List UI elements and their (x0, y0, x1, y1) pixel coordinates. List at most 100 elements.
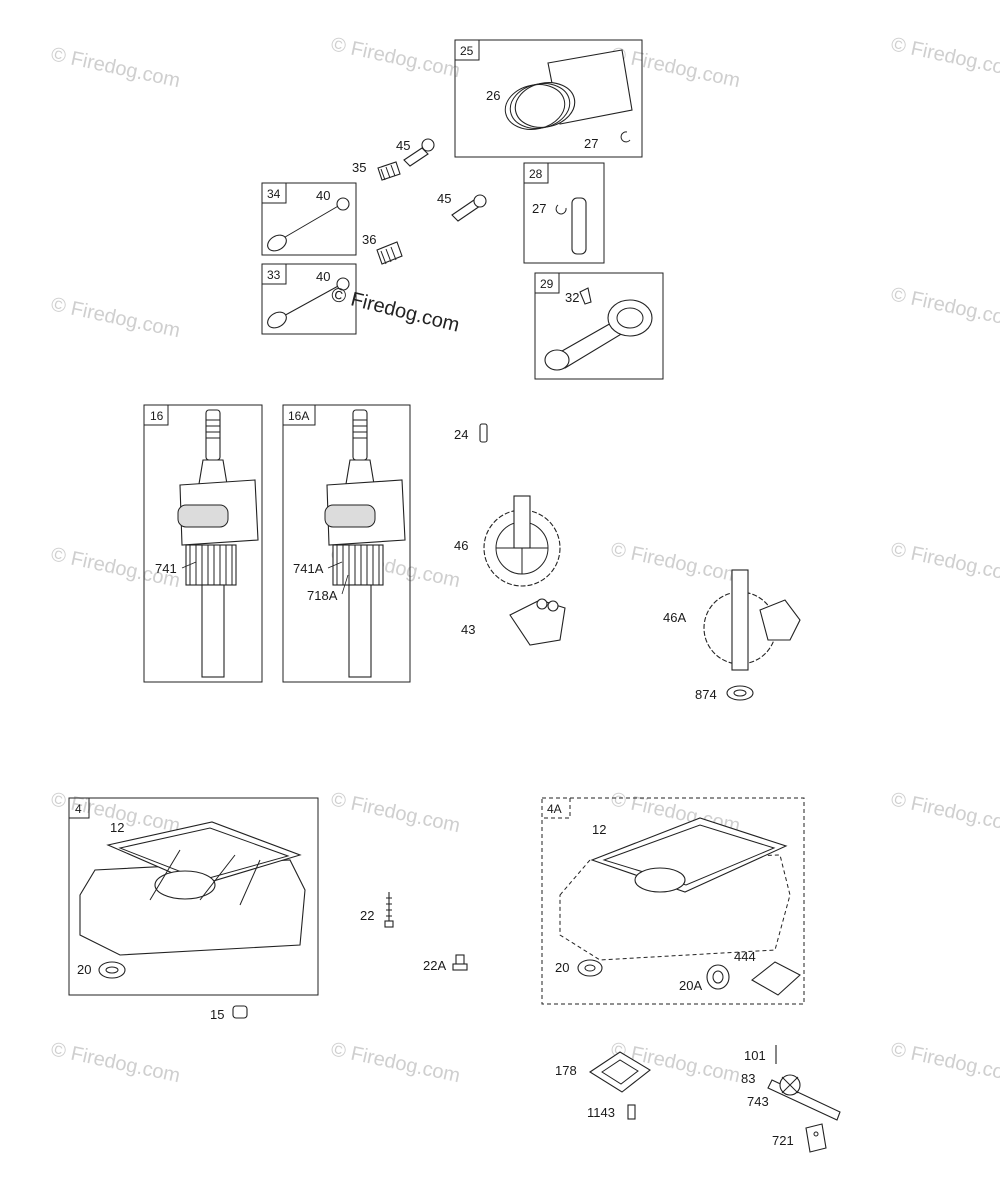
watermark: © Firedog.com (329, 788, 462, 837)
part-label-45: 45 (396, 138, 410, 153)
key-24 (479, 423, 488, 443)
part-label-43: 43 (461, 622, 475, 637)
group-4A-sump: 4A 12 20 20A 444 (541, 797, 805, 1005)
oil-seal-inner (584, 964, 596, 972)
group-id-box (143, 404, 169, 426)
part-label-46: 46 (454, 538, 468, 553)
lower-right-parts: 178 1143 101 83 743 721 (555, 1045, 841, 1153)
valve-stem (279, 284, 341, 319)
piston-pin-clip (555, 204, 567, 215)
crank-shaft-lower (201, 584, 225, 678)
part-label-20: 20 (555, 960, 569, 975)
rod-bearing (616, 307, 644, 329)
leader-line (181, 561, 197, 569)
part-label-27: 27 (584, 136, 598, 151)
part-label-40: 40 (316, 188, 330, 203)
valve-retainer (336, 277, 350, 291)
watermark: © Firedog.com (49, 1038, 182, 1087)
piston-ring (504, 84, 566, 130)
crank-gear (185, 544, 237, 586)
crank-shaft-upper (205, 409, 221, 461)
watermark: © Firedog.com (889, 283, 1000, 332)
group-id-label: 16 (150, 409, 164, 423)
part-label-101: 101 (744, 1048, 766, 1063)
part-label-22: 22 (360, 908, 374, 923)
group-id-label: 4A (547, 802, 562, 816)
watermark: © Firedog.com (889, 538, 1000, 587)
cam-shaft (731, 569, 749, 671)
valve-lifter (403, 147, 429, 167)
valve-spring-coils (380, 246, 397, 265)
valve-head (267, 311, 287, 329)
oil-seal-20A (706, 964, 730, 990)
thrust-washer (726, 685, 754, 701)
gasket-178-inner (601, 1059, 639, 1085)
valve-spring-coils (380, 164, 396, 181)
oil-seal-inner (105, 966, 119, 974)
group-box (143, 404, 263, 683)
part-label-12: 12 (110, 820, 124, 835)
watermark: © Firedog.com (889, 788, 1000, 837)
part-label-45: 45 (437, 191, 451, 206)
watermark: © Firedog.com (329, 33, 462, 82)
part-label-444: 444 (734, 949, 756, 964)
crank-gear (332, 544, 384, 586)
part-label-718A: 718A (307, 588, 338, 603)
group-id-label: 4 (75, 802, 82, 816)
group-4-sump: 4 12 20 (68, 797, 319, 996)
part-label-874: 874 (695, 687, 717, 702)
group-16-crankshaft: 16 741 (143, 404, 263, 683)
piston-pin (571, 197, 587, 255)
sump-fasteners: 22 22A 15 (210, 892, 468, 1022)
rod-small-end (544, 349, 570, 371)
crank-gear-teeth (336, 545, 380, 585)
group-box (261, 182, 357, 256)
bracket-hole (813, 1131, 819, 1137)
group-28-piston-pin: 28 27 (523, 162, 605, 264)
sump-bearing-boss (154, 870, 216, 900)
watermark: © Firedog.com (49, 43, 182, 92)
part-label-178: 178 (555, 1063, 577, 1078)
valve-head (267, 234, 287, 252)
group-33-valve: 33 40 (261, 263, 357, 335)
leader-line (327, 561, 343, 569)
part-label-27: 27 (532, 201, 546, 216)
watermark: © Firedog.com (49, 293, 182, 342)
watermark: © Firedog.com (609, 538, 742, 587)
bolt-head (384, 920, 394, 928)
part-label-26: 26 (486, 88, 500, 103)
group-id-label: 34 (267, 187, 281, 201)
group-box (282, 404, 411, 683)
governor-weight (536, 598, 548, 610)
sump-gasket (106, 821, 302, 886)
valve-spring (376, 241, 403, 265)
part-label-741A: 741A (293, 561, 324, 576)
valve-lifter-head (473, 194, 487, 208)
part-label-24: 24 (454, 427, 468, 442)
oil-seal-inner (712, 970, 724, 984)
group-id-box (454, 39, 480, 61)
part-label-15: 15 (210, 1007, 224, 1022)
group-id-box (523, 162, 549, 184)
oil-seal (577, 959, 603, 977)
part-label-721: 721 (772, 1133, 794, 1148)
group-id-box (534, 272, 560, 294)
bolt-head (452, 963, 468, 971)
group-box (541, 797, 805, 1005)
watermark: © Firedog.com (889, 33, 1000, 82)
group-25-piston: 25 26 27 (454, 39, 643, 158)
crank-pin (324, 504, 376, 528)
part-label-743: 743 (747, 1094, 769, 1109)
part-label-32: 32 (565, 290, 579, 305)
group-box (454, 39, 643, 158)
watermark: © Firedog.com (329, 284, 462, 337)
group-box (534, 272, 664, 380)
gasket-178 (588, 1051, 651, 1093)
rod-big-end (607, 299, 653, 337)
part-label-741: 741 (155, 561, 177, 576)
valve-lifter-head (421, 138, 435, 152)
piston-pin-clip (620, 131, 631, 143)
sump-body (79, 859, 306, 956)
valve-stem (279, 204, 341, 241)
bracket-721 (805, 1123, 827, 1153)
